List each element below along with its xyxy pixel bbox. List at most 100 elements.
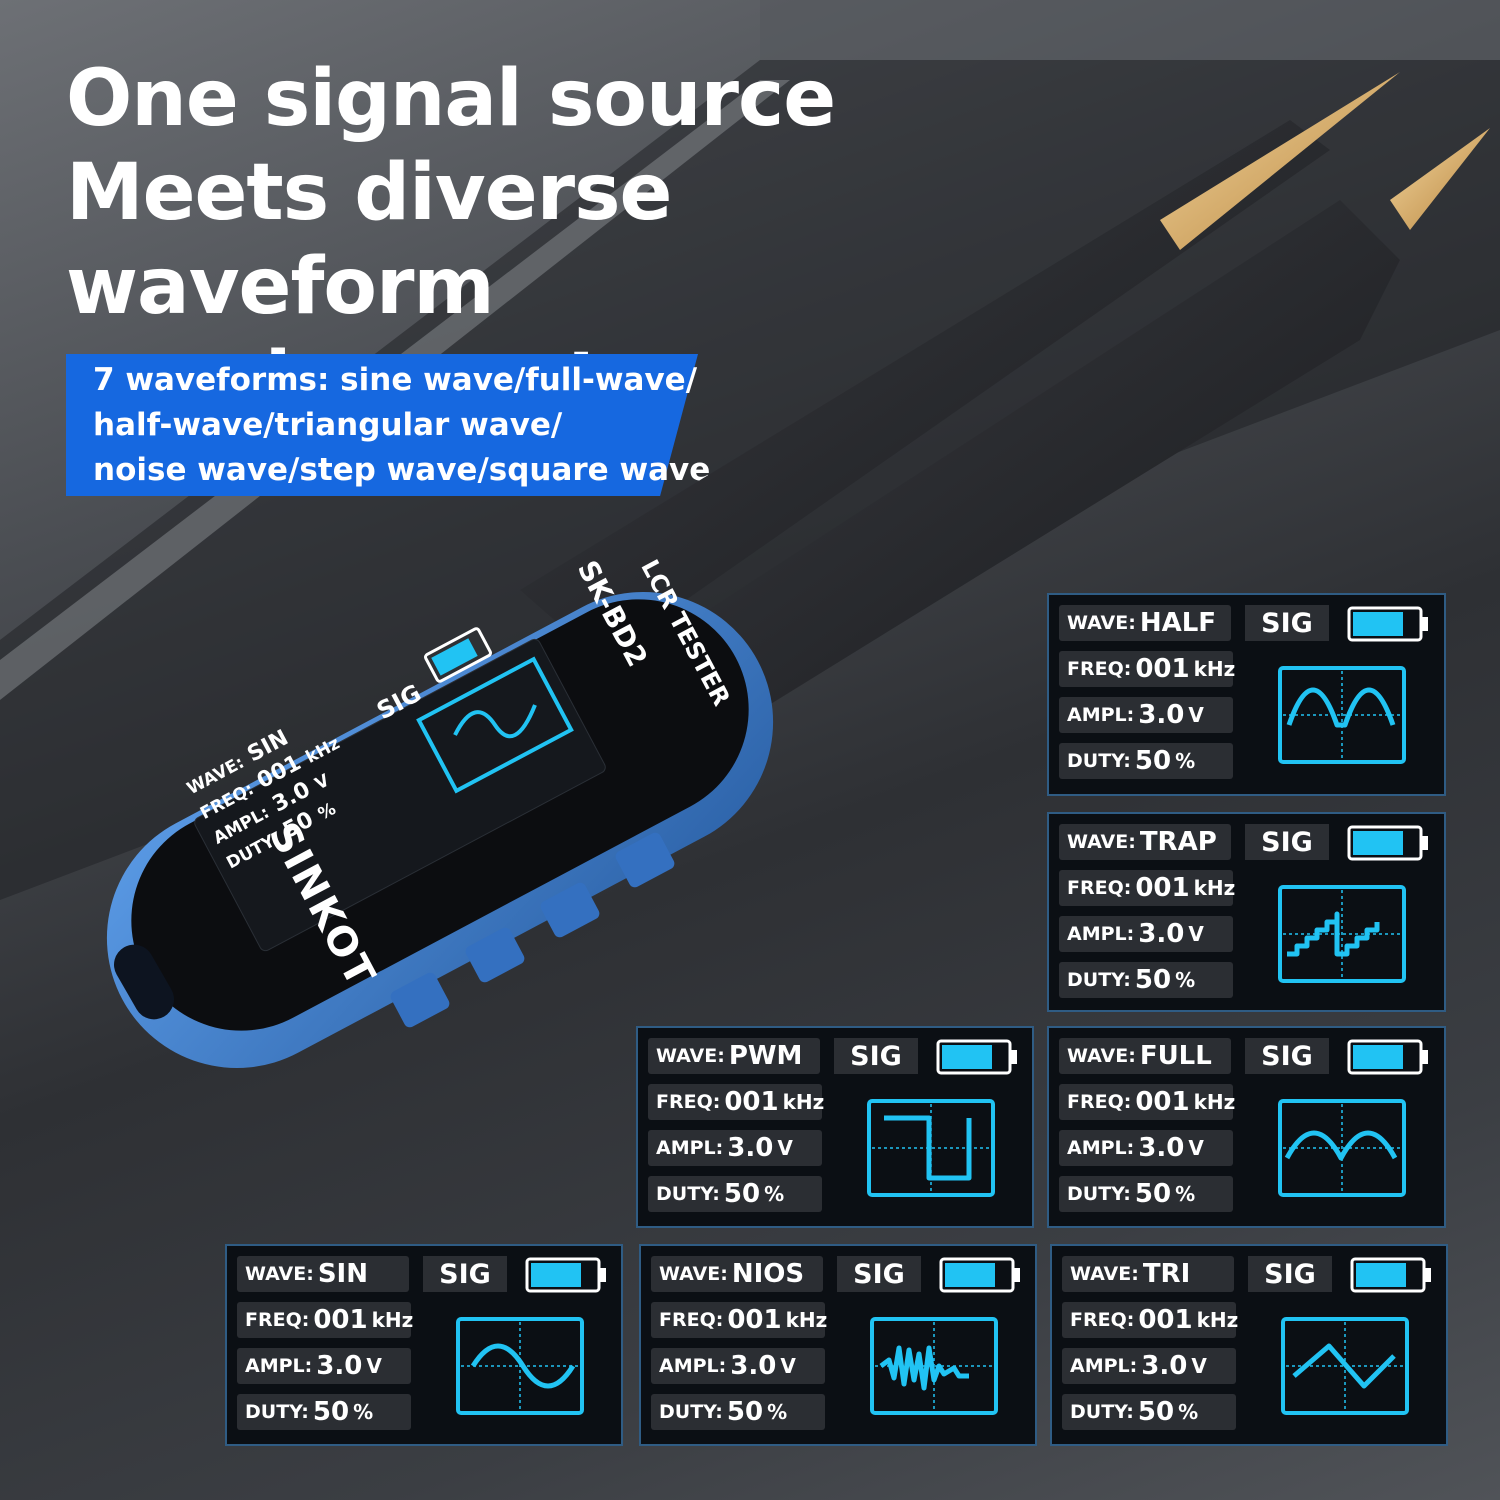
- panel-wave-label: WAVE:: [1067, 1045, 1136, 1067]
- panel-freq-label: FREQ:: [245, 1309, 310, 1331]
- panel-sig-label: SIG: [1245, 1038, 1329, 1074]
- panel-wave-field: WAVE:SIN: [237, 1256, 409, 1292]
- panel-ampl-value: 3.0: [1138, 919, 1185, 949]
- panel-wave-label: WAVE:: [245, 1263, 314, 1285]
- panel-freq-value: 001: [1135, 1087, 1190, 1117]
- step-wave-icon: [1278, 885, 1406, 983]
- panel-duty-field: DUTY:50%: [648, 1176, 822, 1212]
- battery-icon: [1347, 1039, 1428, 1075]
- panel-ampl-value: 3.0: [727, 1133, 774, 1163]
- full-wave-icon: [1278, 1099, 1406, 1197]
- panel-duty-unit: %: [353, 1400, 374, 1424]
- panel-freq-value: 001: [727, 1305, 782, 1335]
- panel-wave-value: FULL: [1139, 1041, 1212, 1071]
- triangle-wave-icon: [1281, 1317, 1409, 1415]
- panel-ampl-value: 3.0: [316, 1351, 363, 1381]
- panel-wave-value: NIOS: [731, 1259, 805, 1289]
- panel-duty-value: 50: [1137, 1397, 1175, 1427]
- probe-tip-lower: [1390, 128, 1490, 230]
- panel-freq-label: FREQ:: [1067, 658, 1132, 680]
- panel-ampl-unit: V: [366, 1354, 382, 1378]
- panel-duty-label: DUTY:: [1070, 1401, 1134, 1423]
- probe-arm-lower: [600, 200, 1400, 760]
- panel-duty-label: DUTY:: [1067, 1183, 1131, 1205]
- panel-ampl-unit: V: [1188, 703, 1204, 727]
- panel-duty-field: DUTY:50%: [237, 1394, 411, 1430]
- panel-duty-label: DUTY:: [1067, 750, 1131, 772]
- panel-duty-unit: %: [767, 1400, 788, 1424]
- panel-duty-field: DUTY:50%: [651, 1394, 825, 1430]
- panel-ampl-value: 3.0: [1138, 700, 1185, 730]
- panel-ampl-value: 3.0: [730, 1351, 777, 1381]
- panel-wave-value: TRAP: [1139, 827, 1217, 857]
- panel-wave-value: PWM: [728, 1041, 803, 1071]
- waveform-banner: [66, 354, 698, 496]
- panel-ampl-label: AMPL:: [1067, 923, 1135, 945]
- probe-tip-upper: [1160, 72, 1400, 250]
- panel-duty-label: DUTY:: [659, 1401, 723, 1423]
- half-wave-icon: [1278, 666, 1406, 764]
- panel-duty-field: DUTY:50%: [1059, 1176, 1233, 1212]
- panel-duty-label: DUTY:: [1067, 969, 1131, 991]
- panel-duty-unit: %: [1178, 1400, 1199, 1424]
- panel-wave-field: WAVE:PWM: [648, 1038, 820, 1074]
- battery-fill: [945, 1263, 995, 1287]
- panel-sig-label: SIG: [834, 1038, 918, 1074]
- battery-fill: [942, 1045, 992, 1069]
- panel-freq-label: FREQ:: [1067, 1091, 1132, 1113]
- panel-ampl-label: AMPL:: [1070, 1355, 1138, 1377]
- panel-freq-value: 001: [1138, 1305, 1193, 1335]
- panel-freq-unit: kHz: [1193, 1090, 1236, 1114]
- panel-duty-value: 50: [723, 1179, 761, 1209]
- headline-line-2: Meets diverse waveform: [66, 148, 672, 332]
- device-duty-unit: %: [314, 798, 340, 825]
- sine-wave-icon: [456, 1317, 584, 1415]
- panel-duty-unit: %: [764, 1182, 785, 1206]
- panel-sig-label: SIG: [837, 1256, 921, 1292]
- panel-duty-unit: %: [1175, 749, 1196, 773]
- panel-freq-unit: kHz: [1196, 1308, 1239, 1332]
- panel-wave-field: WAVE:TRAP: [1059, 824, 1231, 860]
- panel-duty-value: 50: [1134, 1179, 1172, 1209]
- panel-duty-field: DUTY:50%: [1059, 743, 1233, 779]
- battery-icon: [525, 1257, 606, 1293]
- banner-line-1: 7 waveforms: sine wave/full-wave/: [93, 362, 698, 398]
- probe-arm-upper: [520, 120, 1330, 660]
- battery-icon: [939, 1257, 1020, 1293]
- device-battery-icon: [424, 627, 492, 683]
- square-wave-icon: [867, 1099, 995, 1197]
- device-screen: [194, 638, 606, 952]
- panel-freq-unit: kHz: [1193, 876, 1236, 900]
- battery-icon: [1350, 1257, 1431, 1293]
- panel-duty-value: 50: [1134, 746, 1172, 776]
- panel-ampl-unit: V: [777, 1136, 793, 1160]
- banner-line-3: noise wave/step wave/square wave: [93, 452, 711, 488]
- panel-freq-unit: kHz: [371, 1308, 414, 1332]
- panel-duty-field: DUTY:50%: [1062, 1394, 1236, 1430]
- panel-freq-unit: kHz: [1193, 657, 1236, 681]
- battery-fill: [531, 1263, 581, 1287]
- panel-sig-label: SIG: [423, 1256, 507, 1292]
- panel-wave-label: WAVE:: [1067, 831, 1136, 853]
- panel-ampl-label: AMPL:: [1067, 1137, 1135, 1159]
- panel-wave-field: WAVE:NIOS: [651, 1256, 823, 1292]
- panel-freq-label: FREQ:: [656, 1091, 721, 1113]
- panel-wave-label: WAVE:: [659, 1263, 728, 1285]
- panel-duty-label: DUTY:: [656, 1183, 720, 1205]
- panel-ampl-label: AMPL:: [1067, 704, 1135, 726]
- panel-freq-unit: kHz: [785, 1308, 828, 1332]
- panel-freq-value: 001: [313, 1305, 368, 1335]
- battery-icon: [1347, 606, 1428, 642]
- waveform-banner-text: 7 waveforms: sine wave/full-wave/ half-w…: [93, 358, 713, 493]
